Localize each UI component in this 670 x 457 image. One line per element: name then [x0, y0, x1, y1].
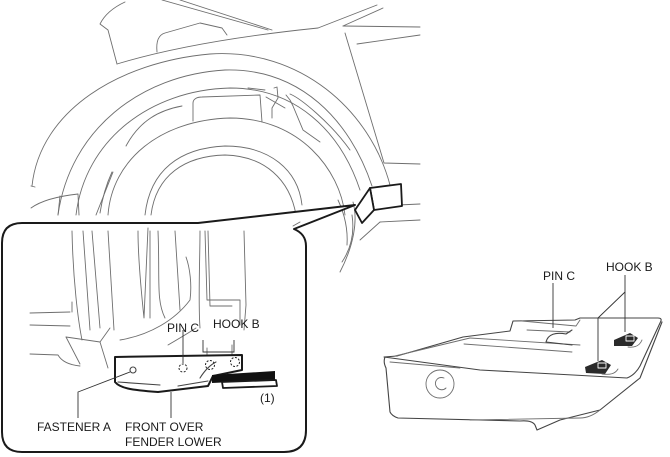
detail-pin-c-label: PIN C — [167, 321, 199, 335]
step-number-label: (1) — [260, 391, 275, 405]
front-over-fender-lower-label-line1: FRONT OVER — [125, 420, 204, 434]
part-isolated-view: PIN C HOOK B — [383, 260, 663, 431]
part-pin-c-label: PIN C — [543, 269, 575, 283]
front-over-fender-lower-label-line2: FENDER LOWER — [125, 435, 222, 449]
detail-hook-b-label: HOOK B — [213, 317, 260, 331]
fender-lower-location-marker — [354, 183, 403, 224]
fastener-a-label: FASTENER A — [37, 420, 111, 434]
detail-callout: PIN C HOOK B (1) FASTENER A FRONT OVER F… — [1, 204, 356, 453]
vehicle-wheel-arch-overview — [30, 0, 421, 273]
part-hook-b-label: HOOK B — [606, 260, 653, 274]
